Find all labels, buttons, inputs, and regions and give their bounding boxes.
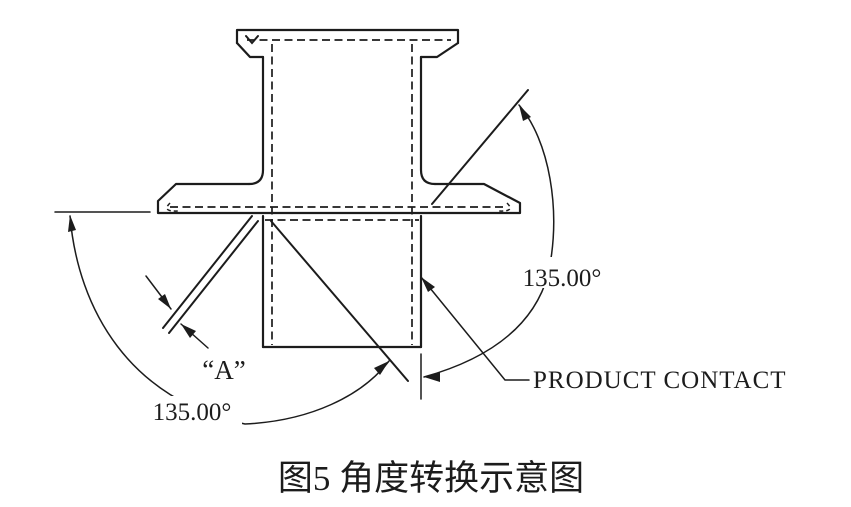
upper-diagonal-axis [431, 89, 529, 205]
arrowhead-thickness-lower [181, 324, 196, 338]
arrowhead-left-arc-top [68, 215, 76, 232]
left-angle-text-gap [144, 396, 242, 426]
upper-tube-left-wall [247, 55, 265, 186]
right-angle-arc [423, 104, 555, 378]
left-angle-arc [69, 215, 390, 425]
product-contact-leader [420, 276, 530, 381]
arrowhead-left-arc-bottom [374, 361, 389, 375]
right-angle-text-gap [515, 257, 611, 288]
figure-caption: 图5 角度转换示意图 [278, 459, 584, 498]
left-angle-label: 135.00° [153, 399, 232, 426]
top-ferrule-band [235, 28, 460, 45]
annotations: 135.00° 135.00° “A” PRODUCT CONTACT [153, 265, 787, 426]
top-ferrule-right-chamfer [419, 41, 460, 59]
arrowhead-right-arc-top [519, 105, 531, 121]
product-contact-label: PRODUCT CONTACT [533, 367, 787, 394]
arrowhead-thickness-upper [158, 294, 171, 309]
flange-left-end-hidden-hook [166, 202, 180, 212]
arrowhead-right-arc-bottom [424, 372, 440, 382]
angled-stub-outer-line [162, 215, 253, 329]
right-angle-label: 135.00° [523, 265, 602, 292]
arrowhead-product-contact [421, 277, 435, 292]
dimension-lines [54, 104, 555, 425]
thickness-ref-label: “A” [202, 355, 245, 385]
upper-tube-right-wall [419, 55, 437, 186]
weld-notch [245, 35, 259, 45]
lower-diagonal-axis [270, 220, 409, 382]
fitting-outline [156, 28, 529, 382]
middle-flange [156, 182, 522, 215]
top-ferrule-left-chamfer [235, 41, 265, 59]
angled-stub-inner-line [168, 220, 259, 334]
flange-right-end-hidden-hook [497, 202, 511, 212]
hidden-lines [166, 39, 511, 345]
